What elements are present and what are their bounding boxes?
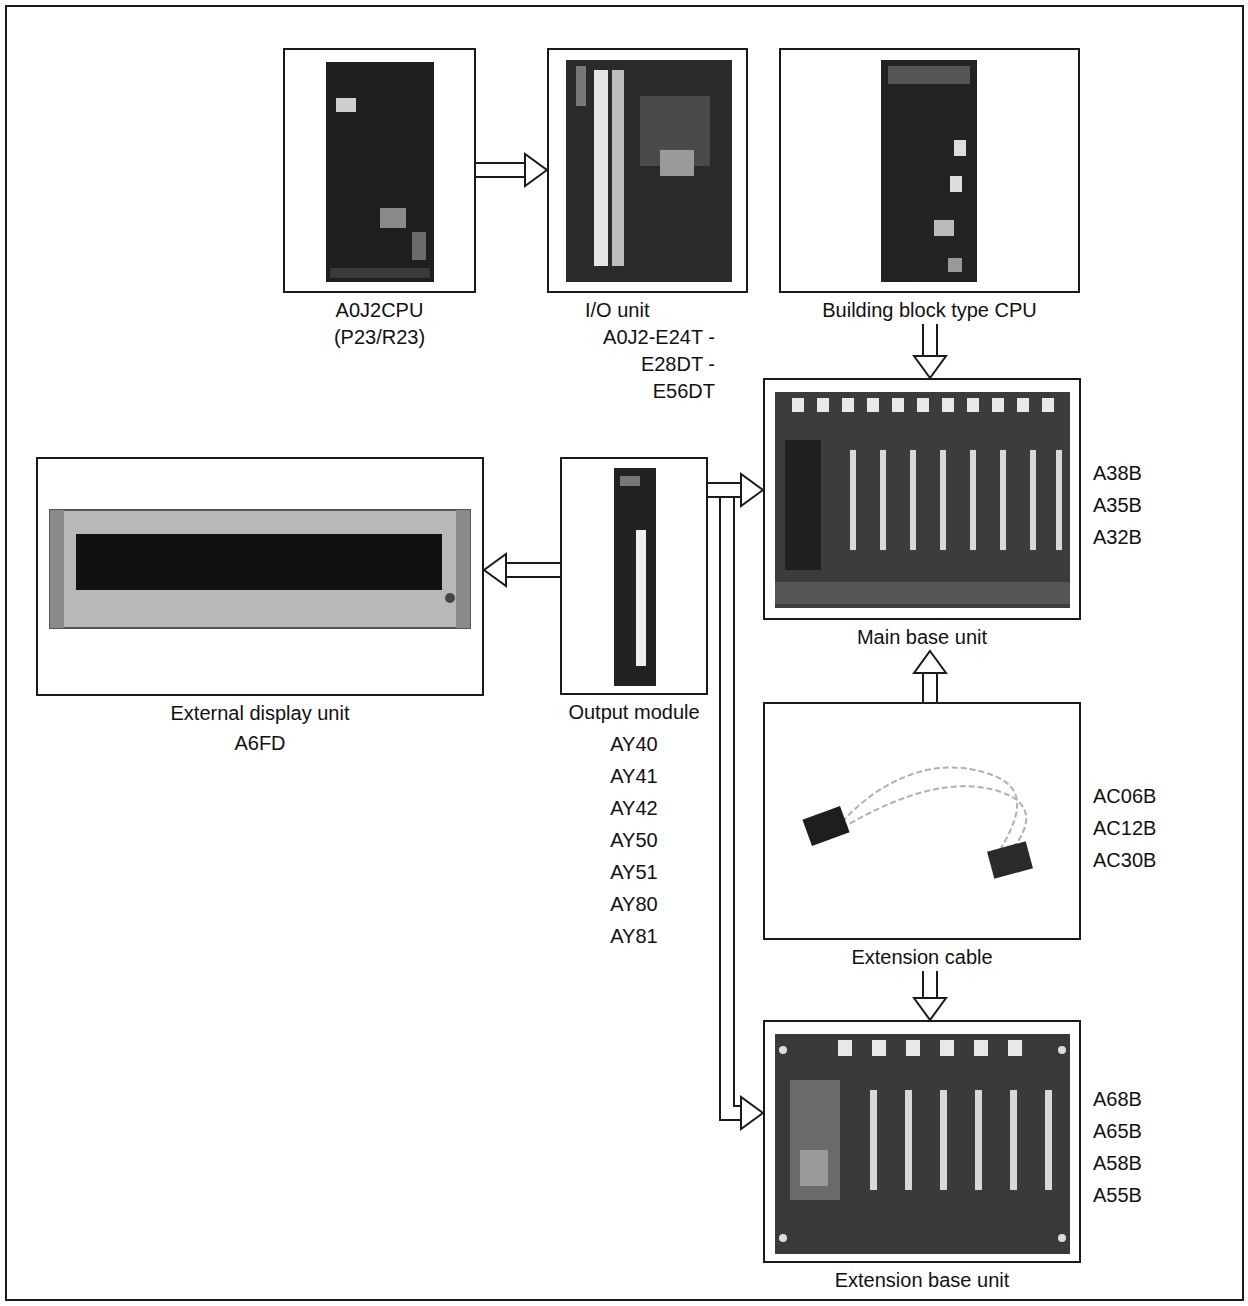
arrow-outline: [476, 162, 526, 178]
cable-unit: Extension cableAC06B AC12B AC30B: [763, 702, 1081, 971]
cpu-unit: Building block type CPU: [779, 48, 1080, 324]
arrow-head: [914, 998, 946, 1020]
extension-base-photo: [775, 1034, 1070, 1254]
hollow-arrow: [484, 554, 560, 586]
unit-label: Main base unit: [763, 624, 1081, 651]
photo-frame: [283, 48, 476, 293]
model-list: AY40 AY41 AY42 AY50 AY51 AY80 AY81: [604, 728, 664, 952]
external-display-photo: [50, 510, 470, 628]
unit-label: Output module: [560, 699, 708, 726]
arrow-outline: [505, 562, 560, 578]
hollow-arrow: [476, 154, 547, 186]
arrow-head: [741, 474, 763, 506]
arrow-outline: [708, 482, 742, 498]
arrow-outline: [922, 672, 938, 702]
extension-cable-photo: [802, 767, 1033, 878]
io-unit: I/O unitA0J2-E24T -E28DT -E56DT: [547, 48, 748, 405]
model-name: A6FD: [36, 730, 484, 757]
unit-label: Extension base unit: [763, 1267, 1081, 1294]
cpu-unit: A0J2CPU (P23/R23): [283, 48, 476, 351]
hollow-arrow: [914, 971, 946, 1020]
arrow-core: [924, 324, 936, 357]
arrow-outline: [708, 490, 742, 1113]
unit-label: External display unit: [36, 700, 484, 727]
arrow-outline: [922, 971, 938, 999]
photo-frame: [547, 48, 748, 293]
model-list: A68B A65B A58B A55B: [1093, 1083, 1163, 1211]
output-module: Output moduleAY40 AY41 AY42 AY50 AY51 AY…: [560, 457, 708, 952]
arrow-head: [914, 356, 946, 378]
arrow-core: [708, 490, 742, 1113]
unit-label: A0J2CPU (P23/R23): [320, 297, 440, 351]
arrow-core: [924, 971, 936, 999]
photo-frame: [763, 378, 1081, 620]
photo-frame: [36, 457, 484, 696]
arrow-head: [484, 554, 506, 586]
hollow-arrow: [708, 474, 763, 506]
photo-frame: [560, 457, 708, 695]
arrow-core: [708, 484, 742, 496]
photo-frame: [763, 702, 1081, 940]
display-unit: External display unitA6FD: [36, 457, 484, 757]
unit-label: Extension cable: [763, 944, 1081, 971]
building-block-cpu-photo: [881, 60, 977, 282]
arrow-head: [525, 154, 547, 186]
photo-frame: [779, 48, 1080, 293]
base-unit: Main base unitA38B A35B A32B: [763, 378, 1081, 651]
cpu-photo: [326, 62, 434, 282]
outer-frame: [6, 6, 1243, 1300]
unit-label: I/O unit: [585, 297, 748, 324]
unit-label: Building block type CPU: [779, 297, 1080, 324]
base-unit: Extension base unitA68B A65B A58B A55B: [763, 1020, 1081, 1294]
model-list: AC06B AC12B AC30B: [1093, 780, 1163, 876]
model-list: A38B A35B A32B: [1093, 457, 1163, 553]
hollow-arrow: [708, 490, 763, 1129]
hollow-arrow: [914, 651, 946, 702]
arrow-core: [476, 164, 526, 176]
model-list: A0J2-E24T -E28DT -E56DT: [585, 324, 715, 405]
output-module-photo: [614, 468, 656, 686]
photo-frame: [763, 1020, 1081, 1263]
arrow-head: [741, 1097, 763, 1129]
io-unit-photo: [566, 60, 732, 282]
arrow-core: [924, 672, 936, 702]
arrow-head: [914, 651, 946, 673]
hollow-arrow: [914, 324, 946, 378]
main-base-photo: [775, 392, 1070, 608]
arrow-outline: [922, 324, 938, 357]
arrow-core: [505, 564, 560, 576]
